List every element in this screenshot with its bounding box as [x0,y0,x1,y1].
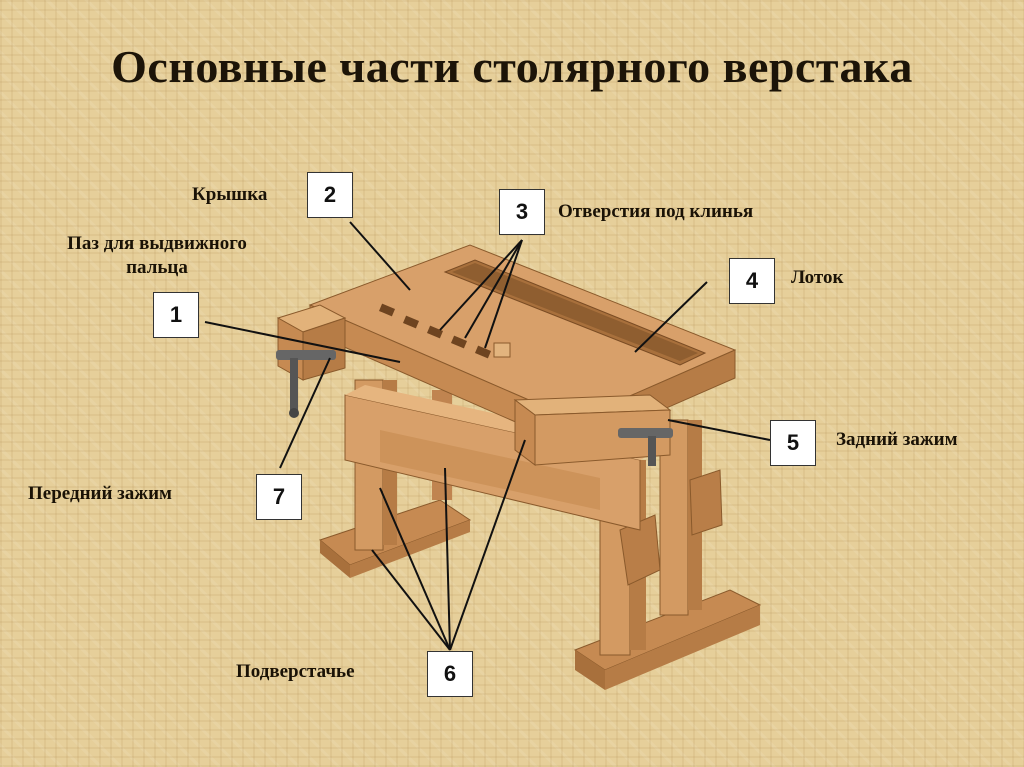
label-front-clamp: Передний зажим [28,483,172,504]
number-box-7: 7 [256,474,302,520]
leader-lines [204,221,771,651]
number-box-3: 3 [499,189,545,235]
label-slot: Паз для выдвижного пальца [32,232,282,280]
number-box-4: 4 [729,258,775,304]
label-lid: Крышка [192,184,268,205]
rear-vise [513,394,673,466]
label-wedge-holes: Отверстия под клинья [558,201,754,222]
number-box-1: 1 [153,292,199,338]
front-vise [276,304,347,418]
label-slot-line2: пальца [126,256,188,278]
page-title: Основные части столярного верстака [111,41,913,92]
number-box-2: 2 [307,172,353,218]
label-slot-line1: Паз для выдвижного [67,233,247,254]
number-box-5: 5 [770,420,816,466]
number-box-6: 6 [427,651,473,697]
label-underbench: Подверстачье [236,661,355,682]
label-rear-clamp: Задний зажим [836,429,958,450]
label-tray: Лоток [791,267,844,288]
